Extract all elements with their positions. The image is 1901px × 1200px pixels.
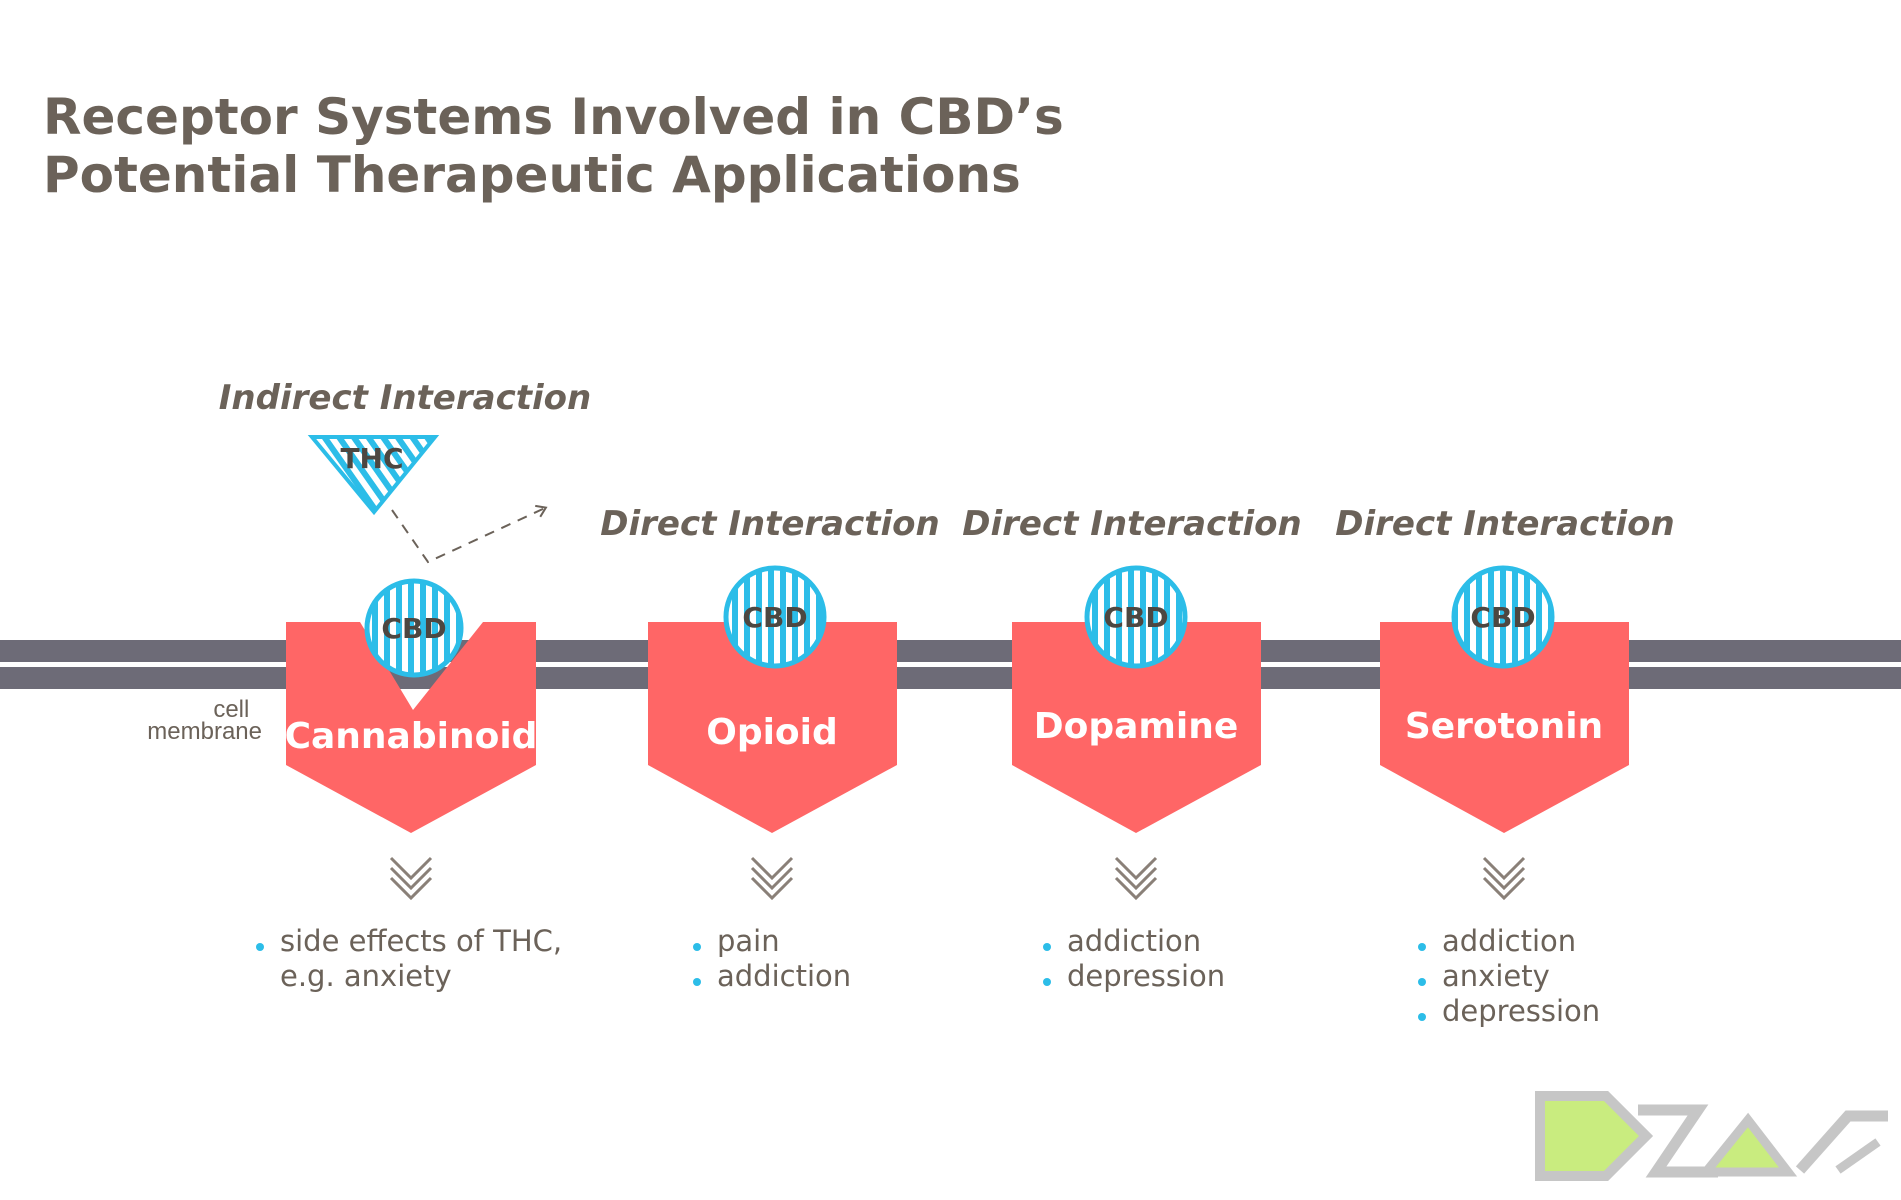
membrane-label-line-1: cell xyxy=(213,696,249,723)
cbd-circle xyxy=(364,578,464,678)
thc-triangle xyxy=(307,435,440,516)
effect-text: side effects of THC, xyxy=(280,924,563,958)
down-chevrons-icon xyxy=(750,856,794,901)
cbd-molecule-dopamine: CBD xyxy=(1084,565,1188,669)
receptor-opioid: Direct Interaction CBD Opioid xyxy=(600,504,940,901)
effect-text: addiction xyxy=(1067,924,1202,958)
receptor-serotonin: Direct Interaction CBD Serotonin xyxy=(1335,504,1675,901)
cbd-circle xyxy=(1084,565,1188,669)
membrane-label-line-2: membrane xyxy=(147,718,262,745)
cbd-molecule-opioid: CBD xyxy=(723,565,827,669)
title-line-2: Potential Therapeutic Applications xyxy=(43,146,1021,204)
cbd-label: CBD xyxy=(742,601,807,634)
effect-text: addiction xyxy=(1442,924,1577,958)
receptor-shape-opioid xyxy=(648,622,897,833)
down-chevrons-icon xyxy=(389,856,433,901)
down-chevrons-icon xyxy=(1482,856,1526,901)
down-chevrons-icon xyxy=(1114,856,1158,901)
cbd-label: CBD xyxy=(381,612,446,645)
receptor-shape-serotonin xyxy=(1380,622,1629,833)
effect-text: depression xyxy=(1442,994,1601,1028)
effect-item: pain xyxy=(693,924,851,959)
effects-list-cannabinoid: side effects of THC, e.g. anxiety xyxy=(256,924,562,994)
cbd-molecule-cannabinoid: CBD xyxy=(364,578,464,678)
dzag-logo-icon xyxy=(1535,1091,1888,1181)
receptor-shape-cannabinoid xyxy=(286,622,536,833)
cbd-molecule-serotonin: CBD xyxy=(1451,565,1555,669)
receptor-shape-dopamine xyxy=(1012,622,1261,833)
effect-item: addiction xyxy=(1418,924,1600,959)
receptor-name-opioid: Opioid xyxy=(706,712,838,753)
title-line-1: Receptor Systems Involved in CBD’s xyxy=(43,88,1064,146)
cbd-label: CBD xyxy=(1103,601,1168,634)
membrane-label: cell membrane xyxy=(147,696,262,745)
thc-molecule: THC xyxy=(307,435,440,516)
receptor-name-dopamine: Dopamine xyxy=(1034,706,1239,747)
effects-list-opioid: pain addiction xyxy=(693,924,851,994)
effect-item: addiction xyxy=(693,959,851,994)
effect-text: depression xyxy=(1067,959,1226,993)
effect-text: anxiety xyxy=(1442,959,1550,993)
page-title: Receptor Systems Involved in CBD’s Poten… xyxy=(43,88,1064,204)
effects-list-serotonin: addiction anxiety depression xyxy=(1418,924,1600,1029)
effect-item: anxiety xyxy=(1418,959,1600,994)
effect-item: addiction xyxy=(1043,924,1225,959)
effect-text-continued: e.g. anxiety xyxy=(280,959,452,993)
effect-text: addiction xyxy=(717,959,852,993)
interaction-label-serotonin: Direct Interaction xyxy=(1335,504,1674,544)
cbd-label: CBD xyxy=(1470,601,1535,634)
receptor-name-cannabinoid: Cannabinoid xyxy=(285,716,538,757)
effect-text: pain xyxy=(717,924,780,958)
effect-item: side effects of THC, e.g. anxiety xyxy=(256,924,562,994)
cbd-circle xyxy=(1451,565,1555,669)
interaction-label-opioid: Direct Interaction xyxy=(600,504,939,544)
thc-dashed-arrow xyxy=(391,504,548,564)
effects-list-dopamine: addiction depression xyxy=(1043,924,1225,994)
interaction-label-cannabinoid: Indirect Interaction xyxy=(219,378,591,418)
receptor-cannabinoid: Indirect Interaction THC CBD Cannabinoid xyxy=(219,378,591,901)
interaction-label-dopamine: Direct Interaction xyxy=(962,504,1301,544)
effect-item: depression xyxy=(1043,959,1225,994)
receptor-name-serotonin: Serotonin xyxy=(1405,706,1603,747)
cbd-circle xyxy=(723,565,827,669)
thc-label: THC xyxy=(340,442,403,475)
effect-item: depression xyxy=(1418,994,1600,1029)
receptor-dopamine: Direct Interaction CBD Dopamine xyxy=(962,504,1302,901)
